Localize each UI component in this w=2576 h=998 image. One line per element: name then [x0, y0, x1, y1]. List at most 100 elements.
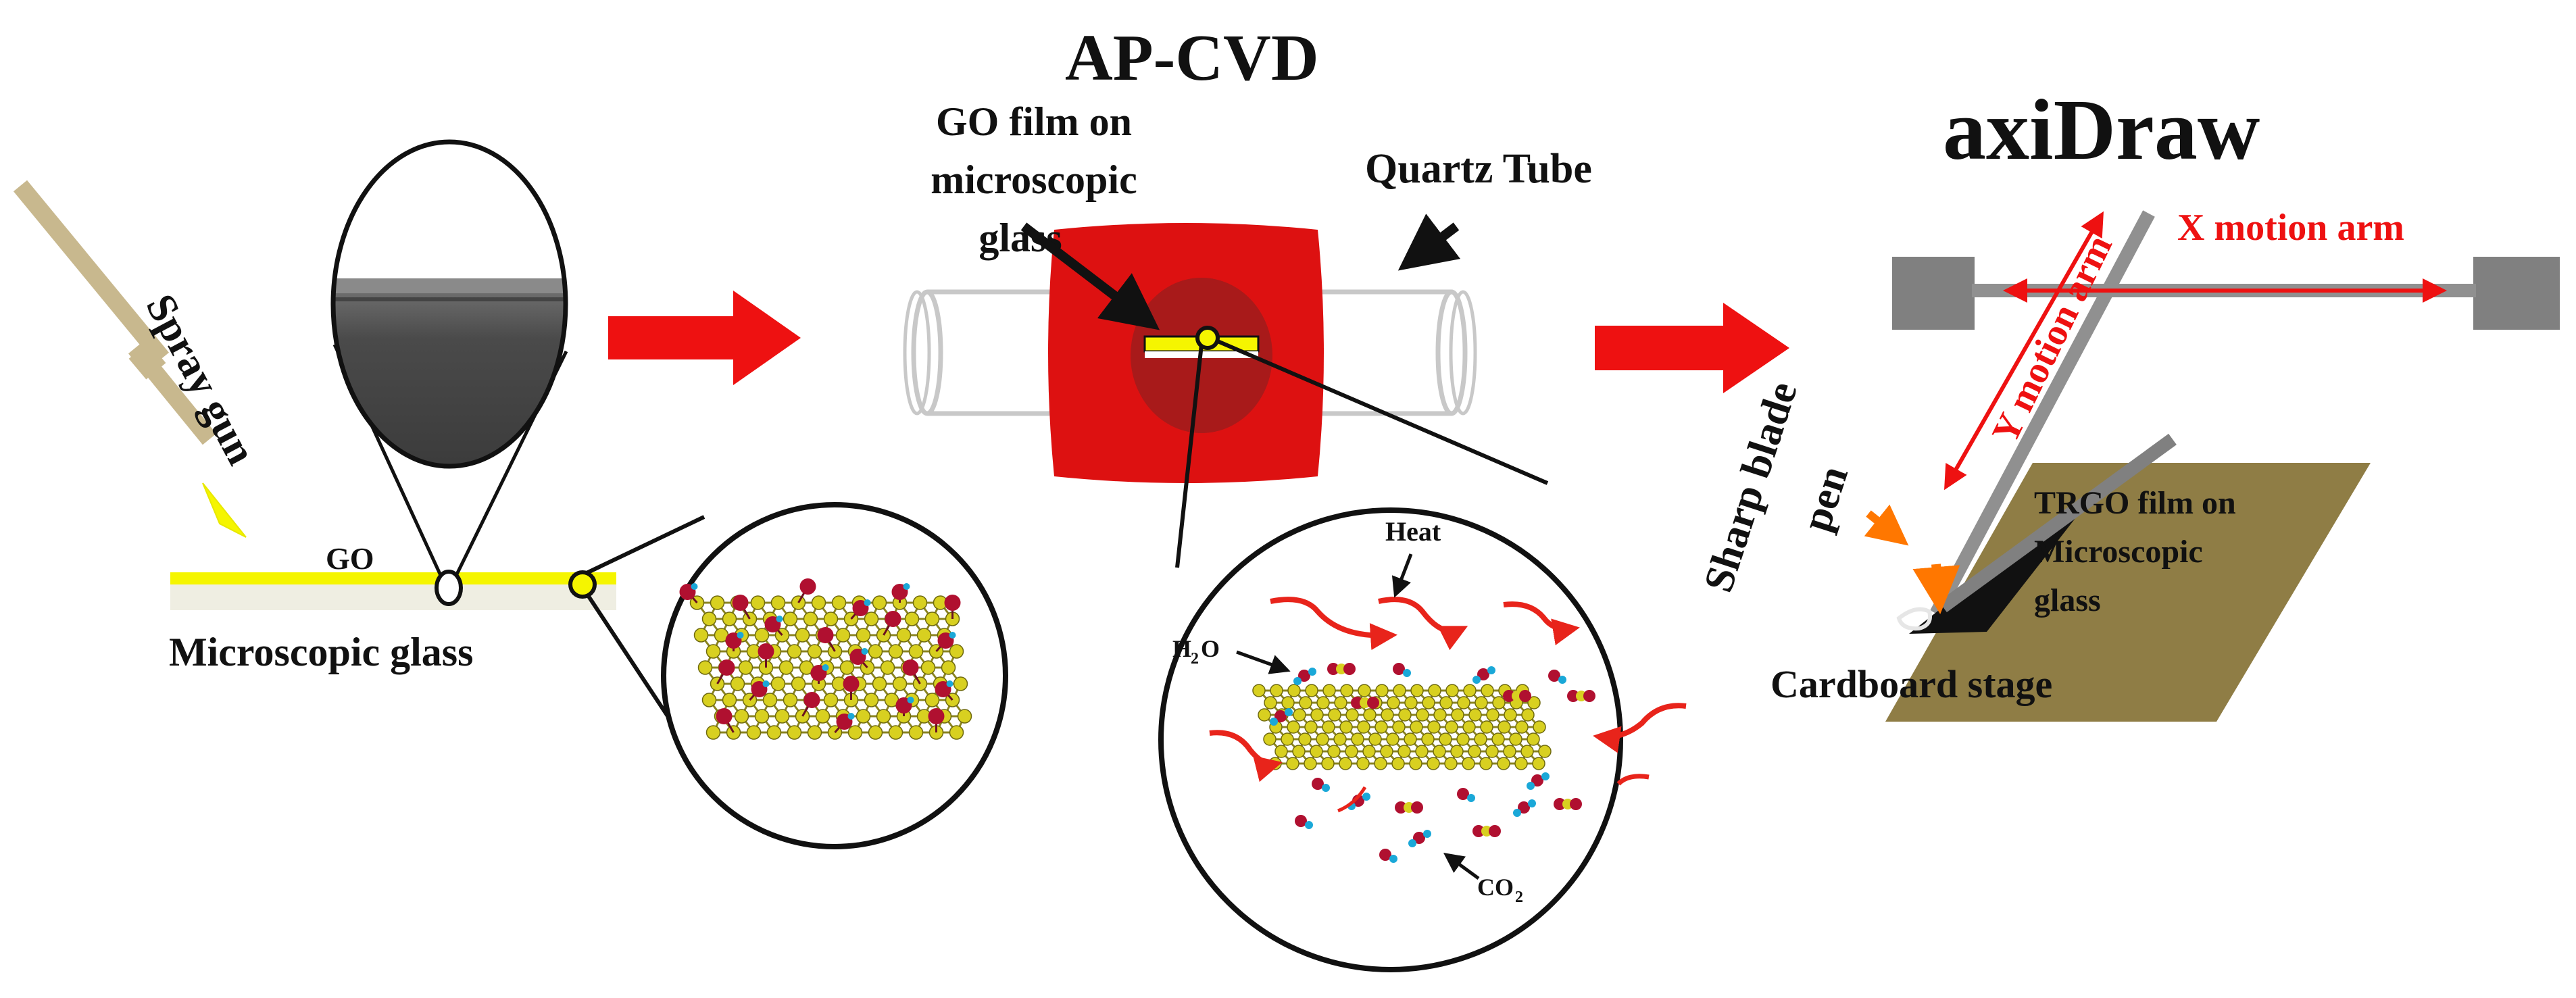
oxygen-atom	[817, 627, 834, 643]
heat-arrows	[1209, 597, 1687, 813]
carbon-atom	[1415, 745, 1429, 758]
oxygen-atom	[843, 676, 860, 692]
carbon-atom	[924, 693, 940, 707]
molecule-spot-marker	[568, 570, 597, 599]
carbon-atom	[1380, 745, 1393, 758]
water-hydrogen-atom	[1513, 809, 1521, 817]
carbon-atom	[1345, 745, 1358, 758]
carbon-atom	[722, 693, 737, 707]
carbon-atom	[1416, 708, 1429, 722]
carbon-atom	[1410, 720, 1423, 734]
carbon-atom	[1386, 732, 1400, 746]
carbon-atom	[864, 693, 879, 707]
hydrogen-atom	[762, 680, 770, 687]
carbon-atom	[949, 725, 964, 740]
oxygen-atom	[758, 643, 774, 659]
released-gas-molecules	[1270, 663, 1595, 863]
carbon-atom	[1310, 745, 1323, 758]
sem-cross-section-image	[333, 142, 566, 466]
water-hydrogen-atom	[1293, 677, 1302, 685]
carbon-atom	[1387, 696, 1400, 709]
carbon-atom	[864, 612, 879, 626]
oxygen-atom	[1295, 815, 1307, 827]
hydrogen-atom	[691, 583, 698, 590]
cvd-zoom-callout: Heat H 2 O CO 2	[1158, 326, 1687, 972]
reduced-go-lattice	[1252, 684, 1552, 770]
process-arrow-1	[608, 291, 801, 385]
water-hydrogen-atom	[1527, 782, 1535, 790]
carbon-atom	[847, 725, 863, 740]
carbon-atom	[693, 628, 709, 643]
carbon-atom	[1445, 720, 1458, 734]
carbon-atom	[1281, 696, 1295, 709]
carbon-atom	[1334, 696, 1347, 709]
cvd-spot-marker	[1195, 326, 1220, 350]
carbon-atom	[868, 644, 883, 659]
carbon-atom	[831, 595, 847, 610]
hydrogen-atom	[946, 680, 953, 687]
co2-oxygen-atom	[1519, 690, 1531, 702]
carbon-atom	[1287, 720, 1300, 734]
sem-spot-marker	[435, 570, 463, 606]
carbon-atom	[1327, 745, 1341, 758]
hydrogen-atom	[737, 632, 744, 639]
hydrogen-atom	[776, 616, 783, 622]
carbon-atom	[807, 644, 822, 659]
carbon-atom	[1445, 684, 1459, 697]
carbon-atom	[1532, 757, 1545, 770]
quartz-tube-pointer-arrow	[1397, 214, 1461, 271]
water-oxygen-atom	[1477, 668, 1489, 680]
go-molecule-callout	[568, 502, 1008, 849]
carbon-atom	[1427, 757, 1440, 770]
go-film-label-line3: glass	[979, 216, 1062, 260]
carbon-atom	[730, 676, 745, 691]
co2-label: CO 2	[1477, 874, 1523, 906]
hydrogen-atom	[861, 648, 868, 655]
trgo-label-line1: TRGO film on	[2034, 485, 2236, 521]
carbon-atom	[1339, 757, 1352, 770]
carbon-atom	[823, 693, 839, 707]
carbon-atom	[839, 660, 855, 675]
spray-gun	[13, 180, 247, 538]
carbon-atom	[1439, 696, 1453, 709]
carbon-atom	[1287, 684, 1301, 697]
carbon-atom	[705, 725, 721, 740]
carbon-atom	[904, 612, 920, 626]
spray-cone-icon	[202, 482, 247, 538]
carbon-atom	[1538, 745, 1552, 758]
oxygen-atom	[928, 708, 945, 724]
carbon-atom	[807, 725, 822, 740]
carbon-atom	[746, 725, 762, 740]
carbon-atom	[750, 595, 766, 610]
svg-text:H: H	[1172, 635, 1191, 662]
carbon-atom	[1358, 684, 1371, 697]
water-hydrogen-atom	[1528, 799, 1536, 807]
carbon-atom	[856, 709, 871, 724]
carbon-atom	[876, 709, 891, 724]
axidraw-title: axiDraw	[1943, 82, 2260, 178]
hydrogen-atom	[949, 632, 956, 639]
go-label: GO	[326, 541, 374, 576]
carbon-atom	[1362, 745, 1376, 758]
process-arrow-2	[1595, 303, 1789, 393]
carbon-atom	[1497, 757, 1510, 770]
carbon-atom	[949, 644, 964, 659]
x-arm-right-block	[2473, 257, 2560, 330]
heat-label: Heat	[1385, 516, 1441, 547]
carbon-atom	[1515, 720, 1529, 734]
oxygen-atom	[716, 708, 733, 724]
carbon-atom	[1444, 757, 1458, 770]
hydrogen-atom	[847, 713, 855, 720]
hydrogen-atom	[1389, 855, 1397, 863]
carbon-atom	[1491, 732, 1505, 746]
co2-oxygen-atom	[1351, 697, 1363, 709]
carbon-atom	[1299, 696, 1312, 709]
carbon-atom	[1293, 708, 1306, 722]
carbon-atom	[1514, 757, 1528, 770]
go-film-pointer-arrow	[1020, 222, 1160, 330]
carbon-atom	[1298, 732, 1312, 746]
carbon-atom	[738, 660, 753, 675]
carbon-atom	[1310, 708, 1324, 722]
carbon-atom	[957, 709, 972, 724]
carbon-atom	[766, 725, 782, 740]
